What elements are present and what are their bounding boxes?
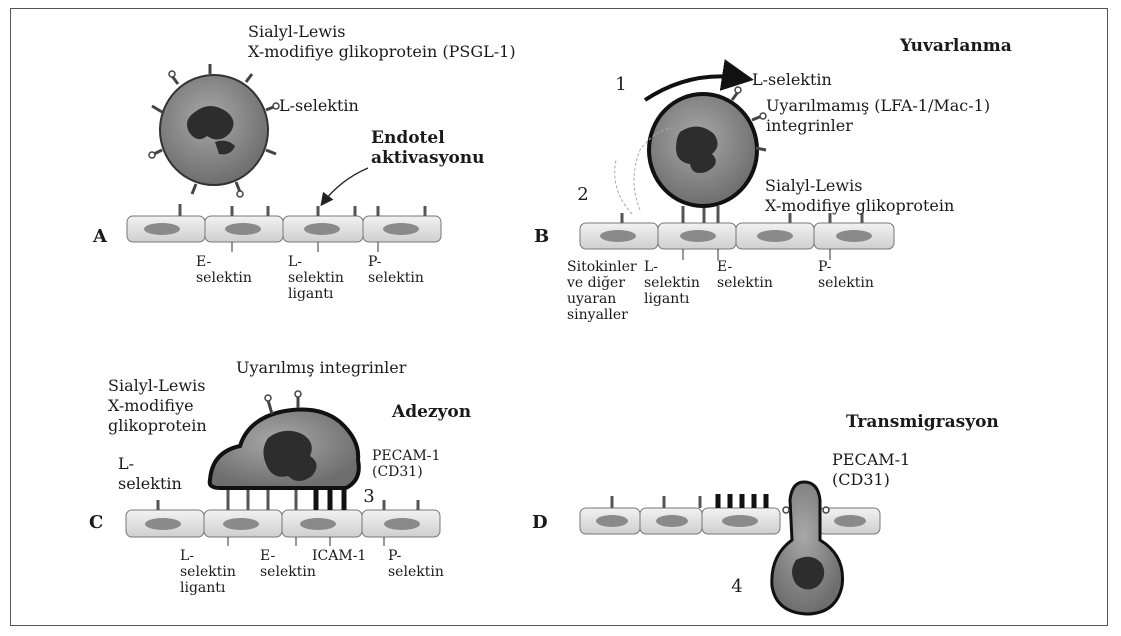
panel-d-title: Transmigrasyon bbox=[846, 412, 999, 432]
panel-b-step-2: 2 bbox=[566, 180, 600, 210]
panel-c-sialyl-label: Sialyl-Lewis X-modifiye glikoprotein bbox=[108, 376, 207, 436]
panel-d-step-4: 4 bbox=[720, 572, 754, 602]
panel-b-title: Yuvarlanma bbox=[900, 36, 1012, 56]
panel-a-leukocyte bbox=[149, 64, 279, 197]
panel-b-sialyl-label: Sialyl-Lewis X-modifiye glikoprotein bbox=[765, 176, 954, 216]
panel-a-lselectin-ligand-label: L- selektin ligantı bbox=[288, 254, 344, 302]
panel-c-leukocyte bbox=[210, 391, 359, 488]
panel-a-endothelium bbox=[127, 204, 441, 252]
panel-d-endothelium bbox=[580, 494, 880, 534]
panel-a-activation-arrow bbox=[322, 168, 368, 204]
panel-letter-d: D bbox=[532, 512, 548, 533]
panel-c-integrin-label: Uyarılmış integrinler bbox=[236, 358, 406, 378]
panel-c-icam-label: ICAM-1 bbox=[312, 548, 366, 564]
panel-a-pselectin-label: P- selektin bbox=[368, 254, 424, 286]
panel-c-step-3: 3 bbox=[352, 482, 386, 512]
panel-b-lselectin-ligand-label: L- selektin ligantı bbox=[644, 259, 700, 307]
panel-b-step-1: 1 bbox=[604, 70, 638, 100]
panel-letter-c: C bbox=[89, 512, 103, 533]
panel-a-lselectin-label: L-selektin bbox=[279, 96, 359, 116]
panel-b-eselectin-label: E- selektin bbox=[717, 259, 773, 291]
panel-c-eselectin-label: E- selektin bbox=[260, 548, 316, 580]
panel-c-lselectin-label: L- selektin bbox=[118, 454, 182, 494]
panel-b-integrin-label: Uyarılmamış (LFA-1/Mac-1) integrinler bbox=[766, 96, 990, 136]
panel-c-endothelium bbox=[126, 486, 440, 546]
panel-b-pselectin-label: P- selektin bbox=[818, 259, 874, 291]
panel-d-leukocyte bbox=[772, 482, 843, 614]
panel-b-lselectin-label: L-selektin bbox=[752, 70, 832, 90]
panel-b-leukocyte bbox=[649, 87, 766, 206]
panel-b-signal-path-2 bbox=[615, 160, 632, 214]
panel-c-title: Adezyon bbox=[392, 402, 471, 422]
panel-a-endothelial-activation-label: Endotel aktivasyonu bbox=[371, 128, 485, 168]
panel-d-pecam-label: PECAM-1 (CD31) bbox=[832, 450, 910, 490]
panel-letter-b: B bbox=[534, 226, 549, 247]
panel-a-eselectin-label: E- selektin bbox=[196, 254, 252, 286]
panel-letter-a: A bbox=[93, 226, 107, 247]
panel-b-cytokine-label: Sitokinler ve diğer uyaran sinyaller bbox=[567, 259, 637, 323]
panel-a-psgl-label: Sialyl-Lewis X-modifiye glikoprotein (PS… bbox=[248, 22, 516, 62]
panel-c-lselectin-ligand-label: L- selektin ligantı bbox=[180, 548, 236, 596]
panel-c-pselectin-label: P- selektin bbox=[388, 548, 444, 580]
panel-c-pecam-label: PECAM-1 (CD31) bbox=[372, 448, 440, 480]
